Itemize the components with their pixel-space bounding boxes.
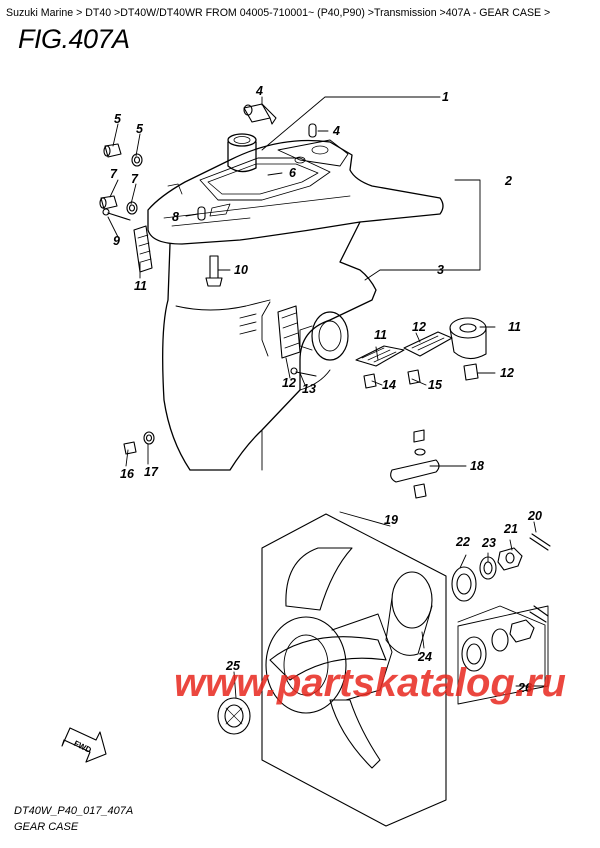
fwd-label: FWD <box>72 739 93 755</box>
callout-14: 4 <box>332 124 340 138</box>
callout-19: 23 <box>481 536 496 550</box>
callout-24: 18 <box>470 459 484 473</box>
callout-2: 1 <box>442 90 449 104</box>
callout-4b: 12 <box>282 376 296 390</box>
callout-9: 11 <box>508 320 521 334</box>
screws-washers <box>99 143 155 455</box>
callout-18: 22 <box>455 535 470 549</box>
hardware-24 <box>390 429 440 499</box>
callout-15: 8 <box>172 210 179 224</box>
callout-numbers: 1 2 3 4 4 5 5 6 7 7 8 9 10 11 11 11 12 1… <box>110 84 542 695</box>
leader-lines <box>107 96 546 699</box>
spacer-kit-17 <box>457 605 549 705</box>
pins <box>197 123 317 221</box>
callout-21: 20 <box>527 509 542 523</box>
callout-23: 24 <box>417 650 432 664</box>
breadcrumb[interactable]: Suzuki Marine > DT40 >DT40W/DT40WR FROM … <box>6 7 550 19</box>
callout-16: 25 <box>225 659 241 673</box>
diagram-caption: GEAR CASE <box>14 821 79 833</box>
callout-7a: 14 <box>382 378 396 392</box>
callout-4a: 11 <box>134 279 147 293</box>
callout-5a: 9 <box>113 234 120 248</box>
callout-13: 10 <box>234 263 248 277</box>
callout-22: 19 <box>384 513 398 527</box>
callout-7b: 15 <box>428 378 443 392</box>
watermark: www.partskatalog.ru <box>174 661 566 705</box>
callout-17: 26 <box>517 681 533 695</box>
callout-11a: 5 <box>114 112 122 126</box>
callout-12b: 7 <box>131 172 139 186</box>
callout-3: 3 <box>437 263 444 277</box>
callout-6: 11 <box>374 328 387 342</box>
nut-hardware <box>451 533 551 602</box>
plug-25 <box>243 103 277 125</box>
callout-11c: 16 <box>120 467 135 481</box>
trim-tab-9 <box>449 317 487 381</box>
upper-housing <box>147 133 444 245</box>
anodes-4 <box>133 225 301 359</box>
callout-12c: 17 <box>144 465 159 479</box>
callout-8: 6 <box>289 166 297 180</box>
callout-5b: 13 <box>302 382 316 396</box>
callout-12a: 5 <box>136 122 144 136</box>
thrust-washer-16 <box>217 697 251 735</box>
lower-gear-case <box>162 221 377 471</box>
screws-5 <box>102 208 317 377</box>
fwd-arrow <box>61 727 107 763</box>
callout-26: 12 <box>412 320 426 334</box>
diagram-code: DT40W_P40_017_407A <box>14 805 134 817</box>
callout-25: 4 <box>255 84 263 98</box>
callout-20: 21 <box>503 522 518 536</box>
plates-6-26 <box>355 331 453 389</box>
callout-1: 2 <box>504 174 512 188</box>
callout-11b: 7 <box>110 167 118 181</box>
breadcrumb-text[interactable]: Suzuki Marine > DT40 >DT40W/DT40WR FROM … <box>6 7 551 19</box>
callout-10: 12 <box>500 366 514 380</box>
bolt-13 <box>205 255 223 287</box>
figure-title: FIG.407A <box>18 24 130 54</box>
propeller-group <box>261 513 447 827</box>
